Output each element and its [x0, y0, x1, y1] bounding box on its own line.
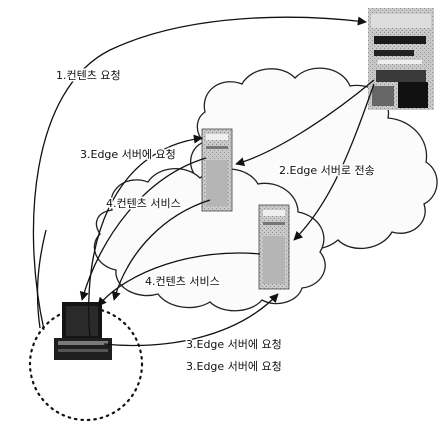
label-step3-lower-a: 3.Edge 서버에 요청: [186, 338, 282, 351]
label-step4-upper: 4.컨텐츠 서비스: [106, 197, 181, 210]
label-step4-lower: 4.컨텐츠 서비스: [145, 275, 220, 288]
server-rack-icon: [368, 8, 434, 110]
label-step3-lower-b: 3.Edge 서버에 요청: [186, 360, 282, 373]
label-step3-upper: 3.Edge 서버에 요청: [80, 148, 176, 161]
server-tower-icon: [202, 129, 232, 211]
server-tower-icon: [259, 205, 289, 289]
label-step1: 1.컨텐츠 요청: [56, 69, 121, 82]
arrow-up-from-client: [38, 230, 46, 328]
label-step2: 2.Edge 서버로 전송: [279, 164, 375, 177]
